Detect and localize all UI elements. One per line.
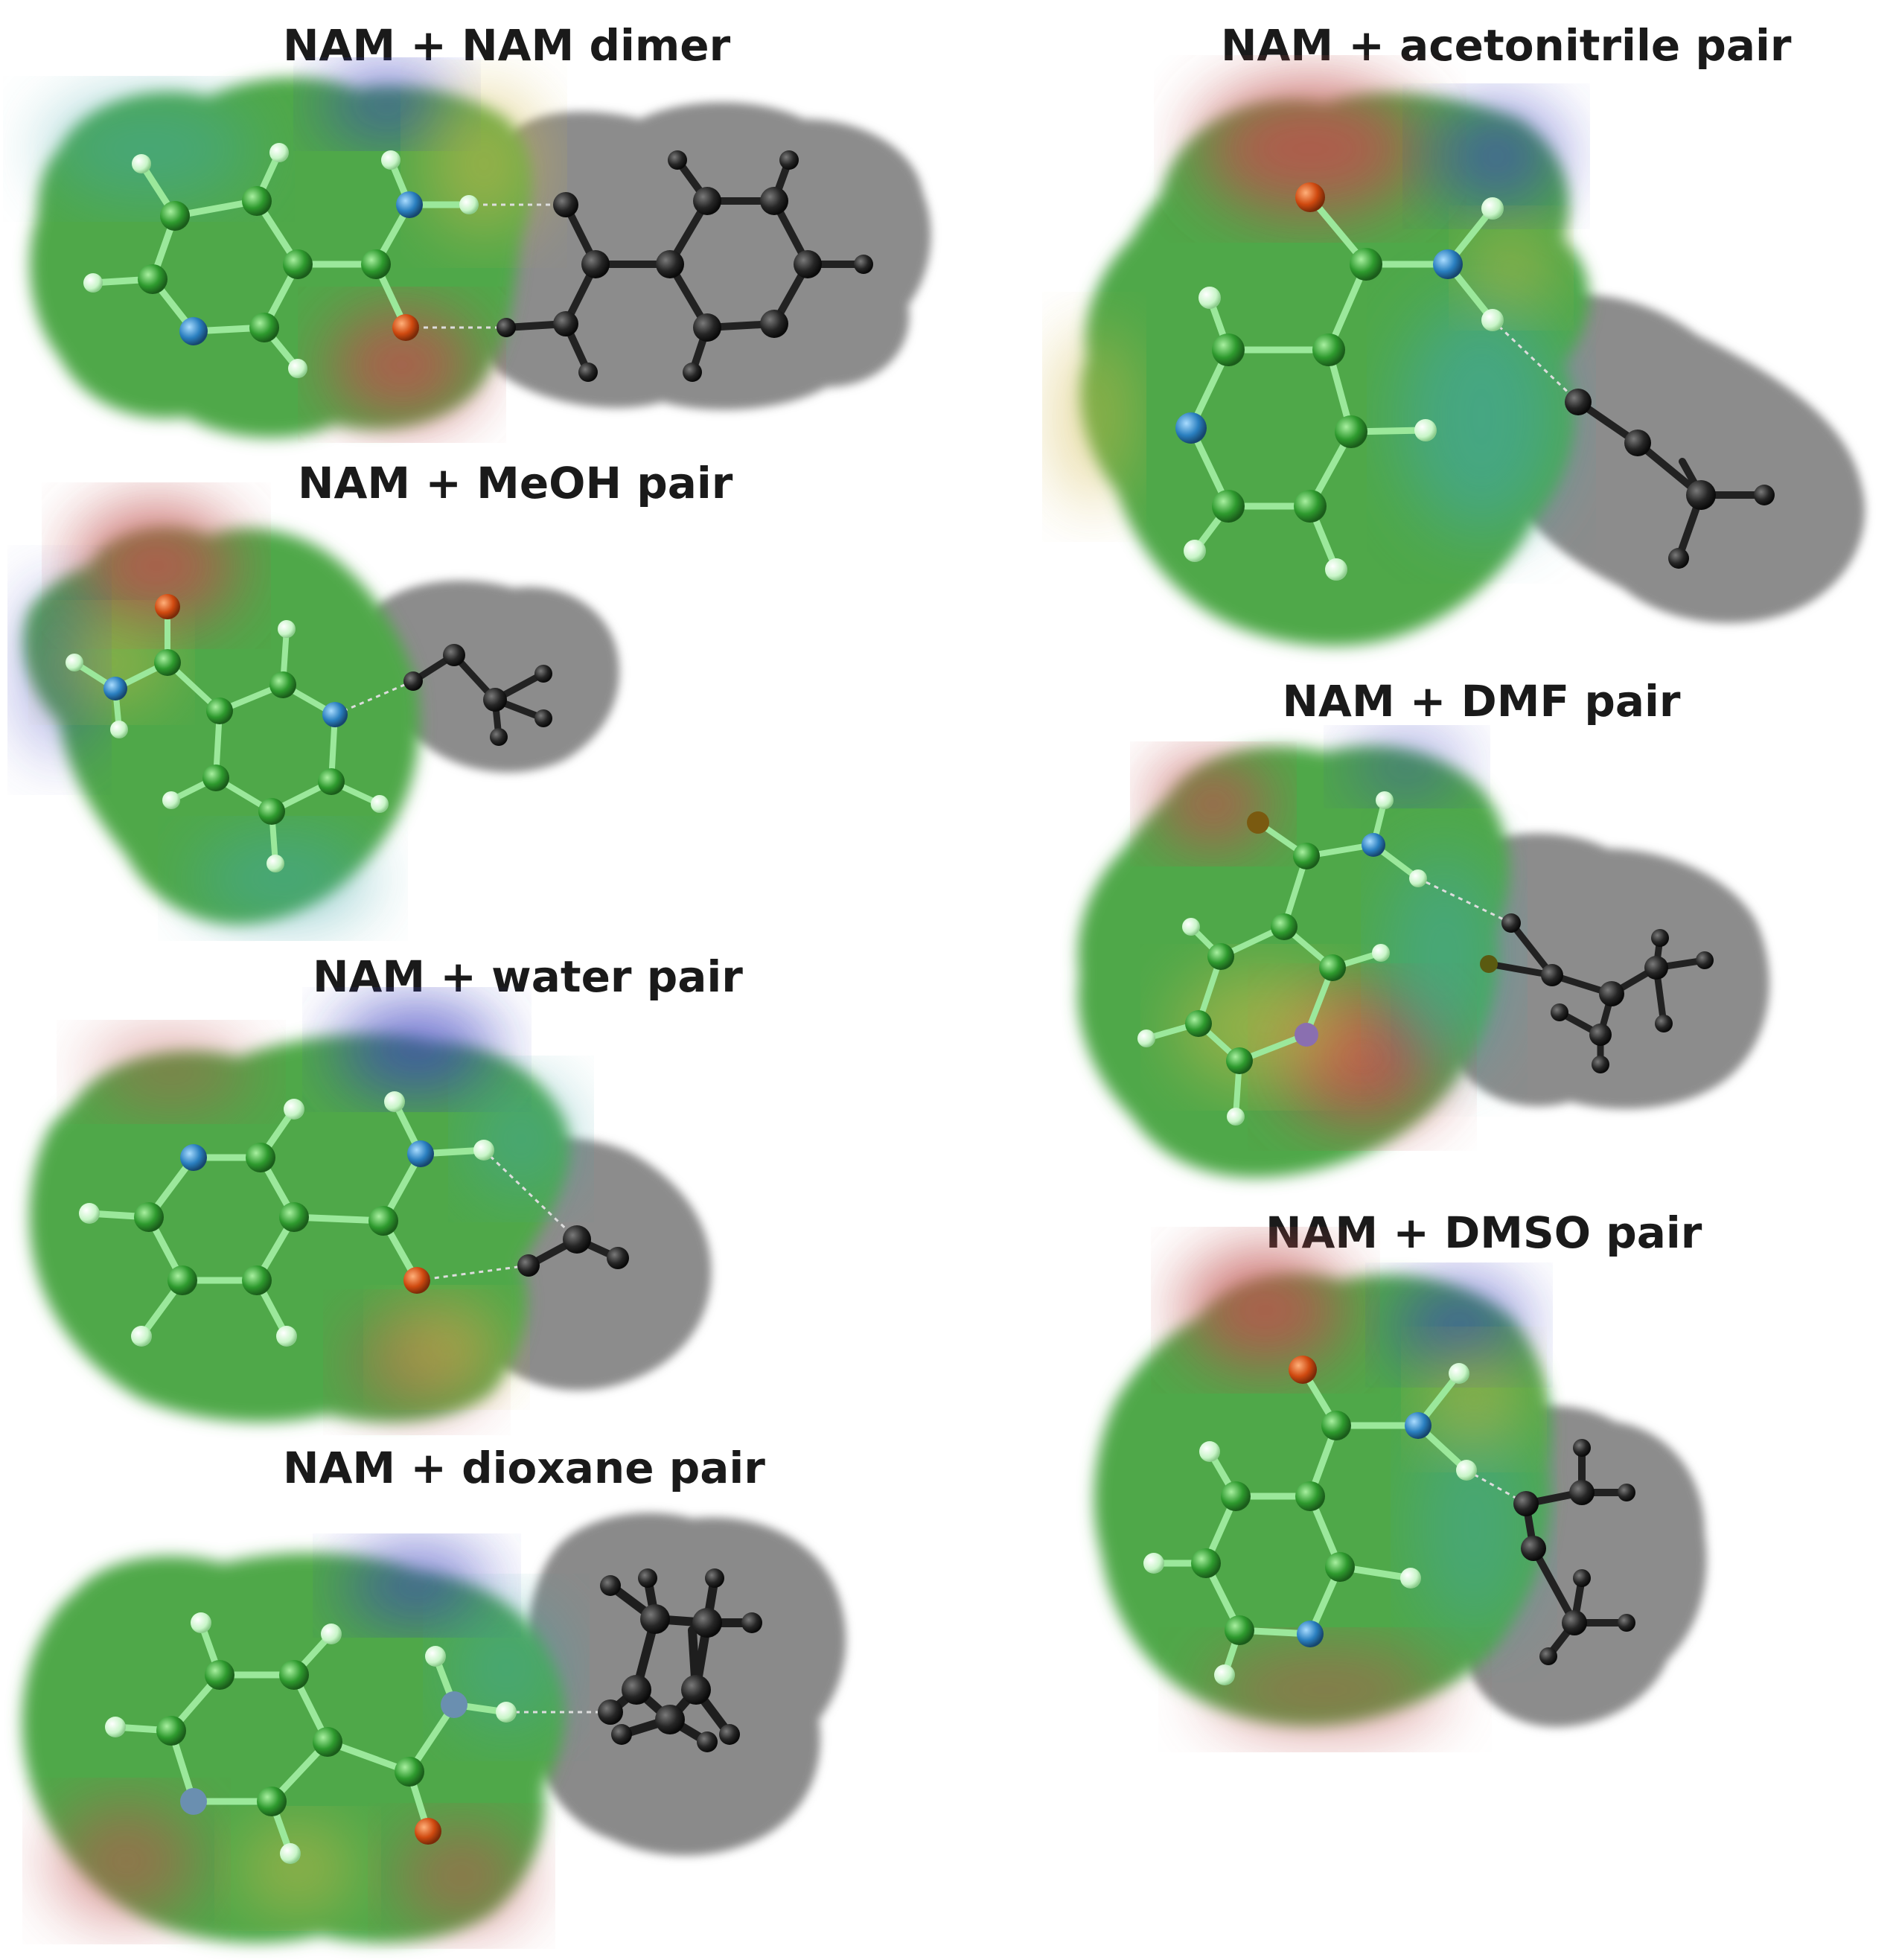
partner-atoms xyxy=(517,1225,629,1277)
title-nam-dmso: NAM + DMSO pair xyxy=(1265,1207,1702,1258)
partner-atoms xyxy=(1513,1439,1635,1665)
partner-atoms xyxy=(403,644,552,746)
title-nam-water: NAM + water pair xyxy=(313,951,743,1002)
title-nam-dioxane: NAM + dioxane pair xyxy=(283,1443,765,1493)
title-nam-dmf: NAM + DMF pair xyxy=(1282,676,1681,727)
partner-surface xyxy=(1434,833,1769,1109)
panel-nam-dmf xyxy=(1078,737,1769,1178)
partner-atoms xyxy=(1565,389,1775,569)
atoms xyxy=(1137,791,1427,1126)
partner-atoms xyxy=(1480,913,1714,1073)
title-nam-acetonitrile: NAM + acetonitrile pair xyxy=(1221,20,1792,71)
panel-nam-meoh xyxy=(22,506,619,925)
atoms xyxy=(66,594,389,872)
atoms xyxy=(1143,1356,1477,1685)
partner-surface xyxy=(1491,295,1865,623)
partner-atoms xyxy=(598,1568,762,1752)
atoms xyxy=(83,143,479,378)
atoms xyxy=(79,1091,494,1347)
title-nam-meoh: NAM + MeOH pair xyxy=(298,458,733,508)
title-nam-nam: NAM + NAM dimer xyxy=(283,20,731,71)
atoms xyxy=(105,1612,517,1864)
partner-atoms xyxy=(497,150,873,382)
panel-nam-acetonitrile xyxy=(1057,82,1865,646)
panel-nam-nam xyxy=(30,71,931,438)
atoms xyxy=(1175,182,1504,581)
panel-nam-dioxane xyxy=(22,1513,846,1943)
panel-nam-water xyxy=(29,1005,712,1423)
partner-surface xyxy=(471,102,931,410)
partner-surface xyxy=(371,581,619,773)
panel-nam-dmso xyxy=(1094,1251,1707,1734)
